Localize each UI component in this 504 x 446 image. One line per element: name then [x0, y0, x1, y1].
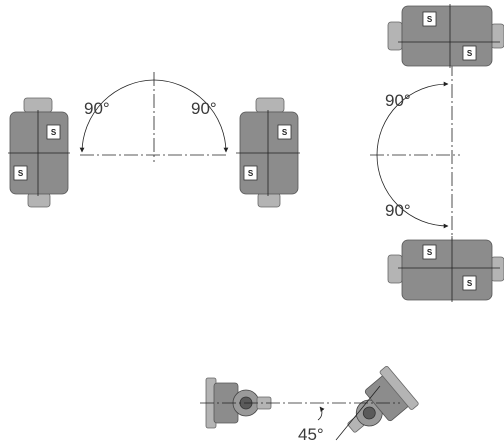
badge-top-right: [462, 45, 477, 61]
badge-label: S: [248, 169, 254, 178]
horizontal-installation-view: S S S S 90° 90°: [8, 72, 300, 208]
meter-top: S S: [387, 4, 504, 68]
right-rotation-arc: [153, 79, 229, 153]
angle-label-upper: 90°: [385, 91, 411, 110]
badge-label: S: [18, 169, 24, 178]
badge-left-lower: [13, 165, 28, 181]
angle-label-left: 90°: [84, 99, 110, 118]
badge-right-lower: [243, 165, 258, 181]
lower-rotation-arc: [376, 154, 449, 229]
meter-left: S S: [8, 97, 70, 208]
angle-label-tilt: 45°: [298, 425, 324, 444]
badge-label: S: [51, 128, 57, 137]
badge-right-upper: [277, 124, 292, 140]
tilted-installation-view: 45°: [200, 365, 419, 444]
angle-label-right: 90°: [191, 99, 217, 118]
left-rotation-arc: [79, 79, 155, 153]
badge-left-upper: [46, 124, 61, 140]
badge-label: S: [427, 248, 433, 257]
badge-label: S: [467, 49, 473, 58]
vertical-installation-view: S S S S 90° 90°: [370, 4, 504, 302]
badge-label: S: [282, 128, 288, 137]
badge-label: S: [467, 279, 473, 288]
upper-rotation-arc: [376, 81, 449, 156]
meter-end-view-right: [347, 365, 419, 433]
angle-label-lower: 90°: [385, 201, 411, 220]
badge-bottom-left: [422, 244, 437, 260]
badge-top-left: [422, 11, 437, 27]
tilted-meter-axis: [335, 385, 381, 441]
meter-right: S S: [236, 97, 300, 208]
tilt-rotation-arc: [317, 406, 325, 421]
meter-bottom: S S: [387, 236, 504, 302]
badge-bottom-right: [462, 275, 477, 291]
badge-label: S: [427, 15, 433, 24]
